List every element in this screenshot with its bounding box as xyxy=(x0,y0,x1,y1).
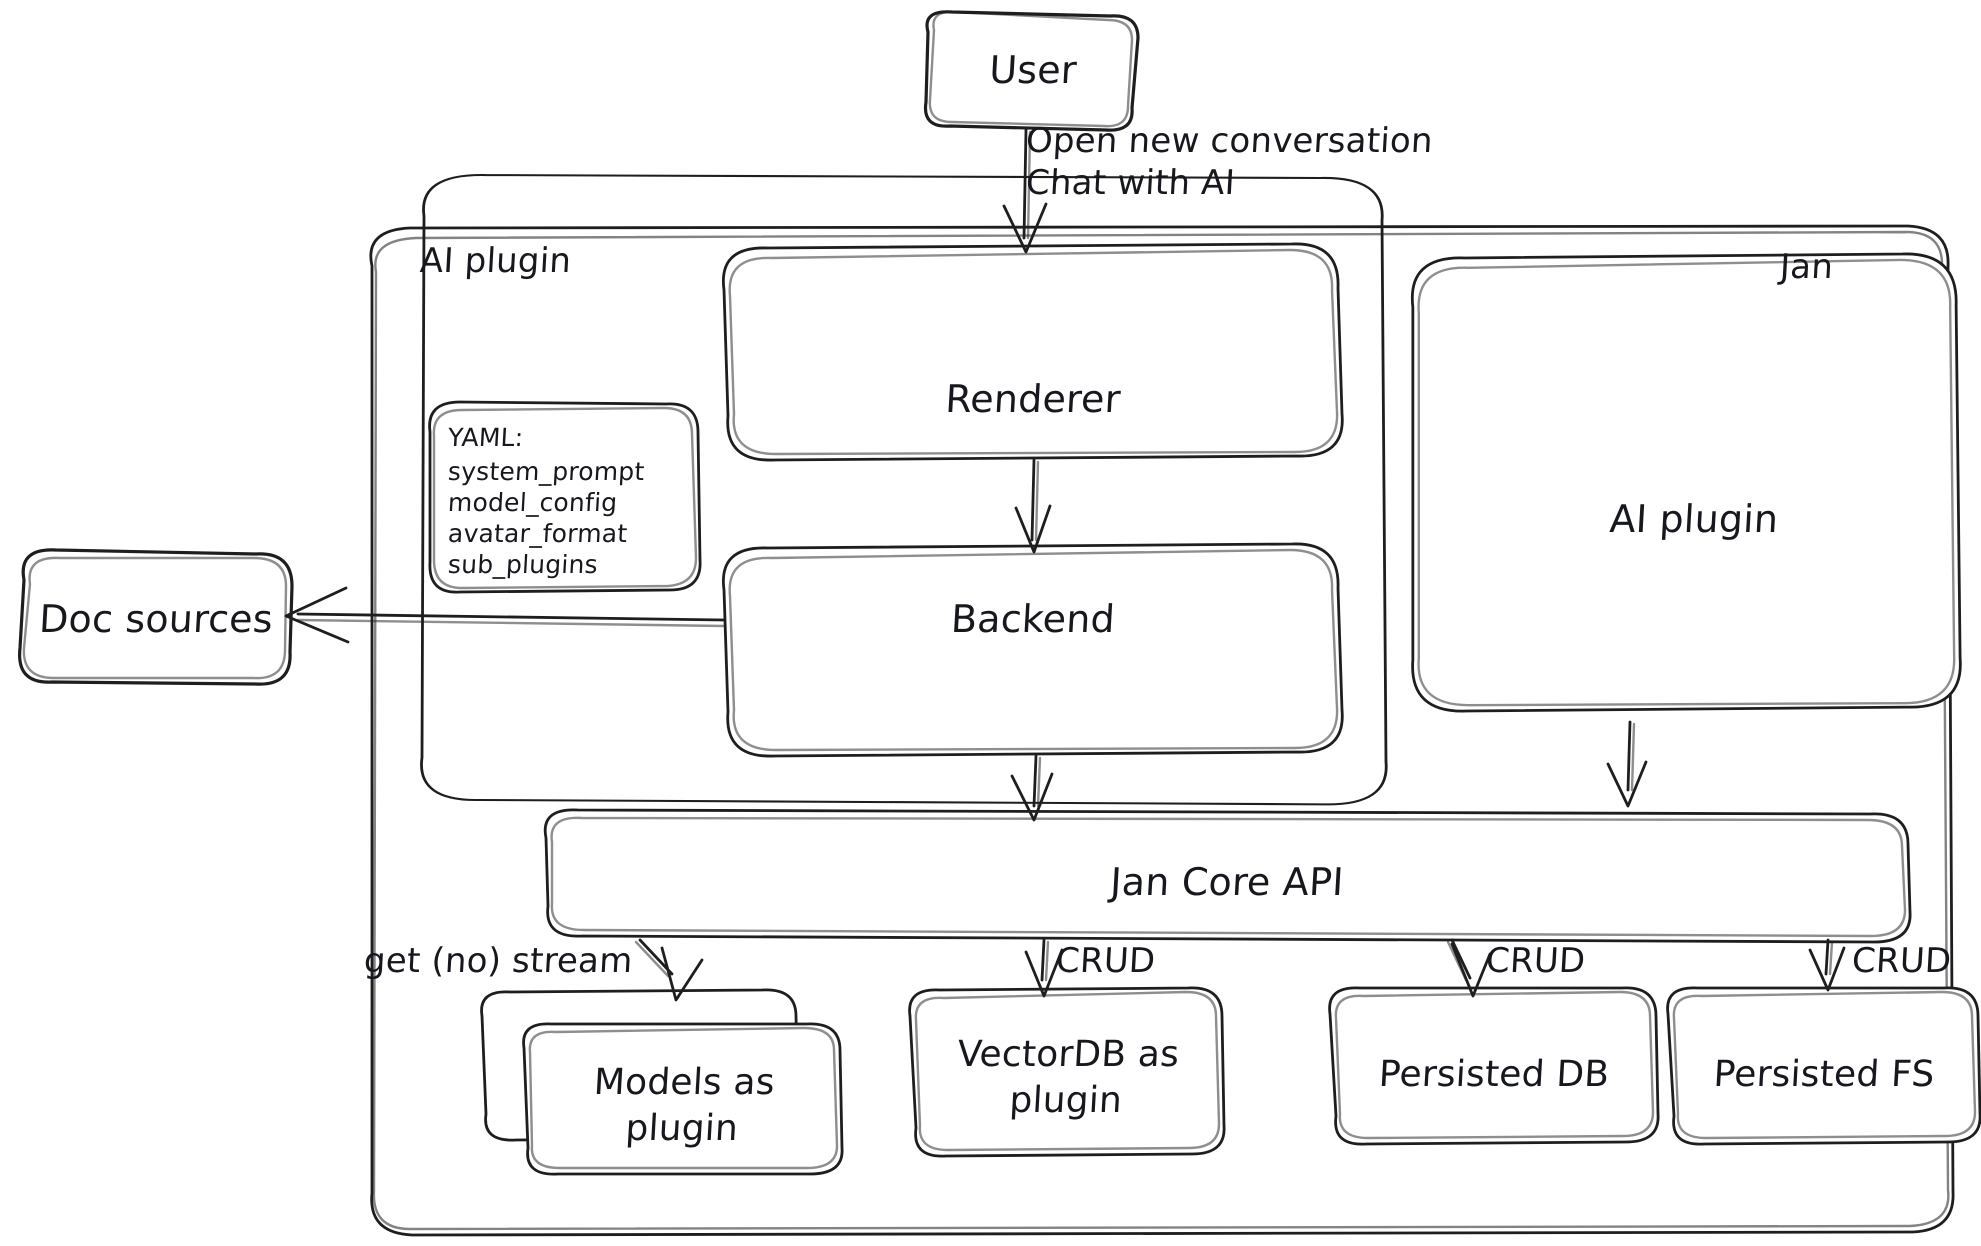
jan-container-shape xyxy=(369,224,1955,1237)
edge-backend-to-core xyxy=(1010,754,1054,822)
persisted-fs-shape xyxy=(1666,986,1981,1146)
persisted-db-shape xyxy=(1328,986,1660,1146)
backend-node[interactable] xyxy=(724,546,1342,754)
models-plugin-shape xyxy=(480,988,844,1176)
yaml-card-shape xyxy=(428,400,702,594)
edge-core-to-persisted-db xyxy=(1446,938,1492,998)
ai-plugin-box-node[interactable] xyxy=(1412,252,1968,716)
edge-aiplugin-to-core xyxy=(1606,720,1648,808)
models-plugin-node[interactable] xyxy=(482,990,842,1176)
ai-plugin-box-shape xyxy=(1410,252,1962,713)
ai-plugin-group-shape xyxy=(420,174,1388,806)
edge-backend-to-doc-sources xyxy=(284,586,726,644)
persisted-db-node[interactable] xyxy=(1330,988,1658,1144)
user-box-shape xyxy=(923,10,1140,132)
backend-shape xyxy=(721,542,1344,758)
doc-sources-node[interactable] xyxy=(22,552,290,684)
jan-core-api-node[interactable] xyxy=(546,812,1908,938)
vectordb-plugin-node[interactable] xyxy=(910,988,1224,1156)
edge-core-to-persisted-fs xyxy=(1808,938,1846,992)
renderer-shape xyxy=(721,242,1344,462)
edge-user-to-renderer xyxy=(1002,128,1048,254)
renderer-node[interactable] xyxy=(724,246,1342,458)
vectordb-plugin-shape xyxy=(908,986,1226,1158)
doc-sources-shape xyxy=(18,548,294,686)
jan-core-api-shape xyxy=(543,808,1912,944)
user-node[interactable] xyxy=(926,14,1140,132)
edge-core-to-vectordb xyxy=(1024,938,1064,998)
edge-core-to-models xyxy=(634,938,704,1002)
persisted-fs-node[interactable] xyxy=(1668,988,1980,1144)
yaml-card-node[interactable] xyxy=(430,402,700,592)
edge-renderer-to-backend xyxy=(1014,458,1052,554)
